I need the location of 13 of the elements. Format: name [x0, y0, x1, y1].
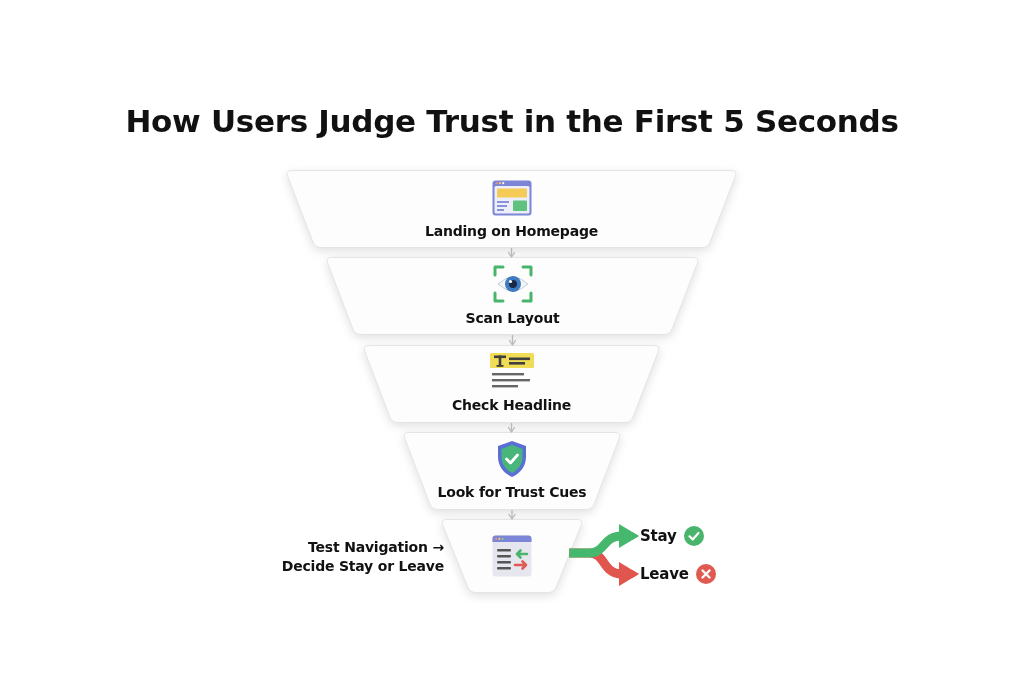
flow-arrow	[508, 334, 517, 346]
outcome-label: Stay	[640, 526, 677, 547]
flow-arrow	[507, 422, 516, 433]
stage-label: Landing on Homepage	[424, 222, 599, 240]
outcome-label: Leave	[640, 564, 689, 585]
branch-arrow	[569, 524, 639, 558]
stage-label: Scan Layout	[465, 309, 560, 327]
stage-label: Look for Trust Cues	[437, 483, 587, 501]
flow-arrow	[507, 247, 516, 258]
stage-label: Test Navigation → Decide Stay or Leave	[280, 538, 444, 576]
diagram-title: How Users Judge Trust in the First 5 Seconds	[125, 102, 899, 141]
flow-arrow	[508, 509, 516, 520]
stage-label: Check Headline	[451, 396, 572, 414]
